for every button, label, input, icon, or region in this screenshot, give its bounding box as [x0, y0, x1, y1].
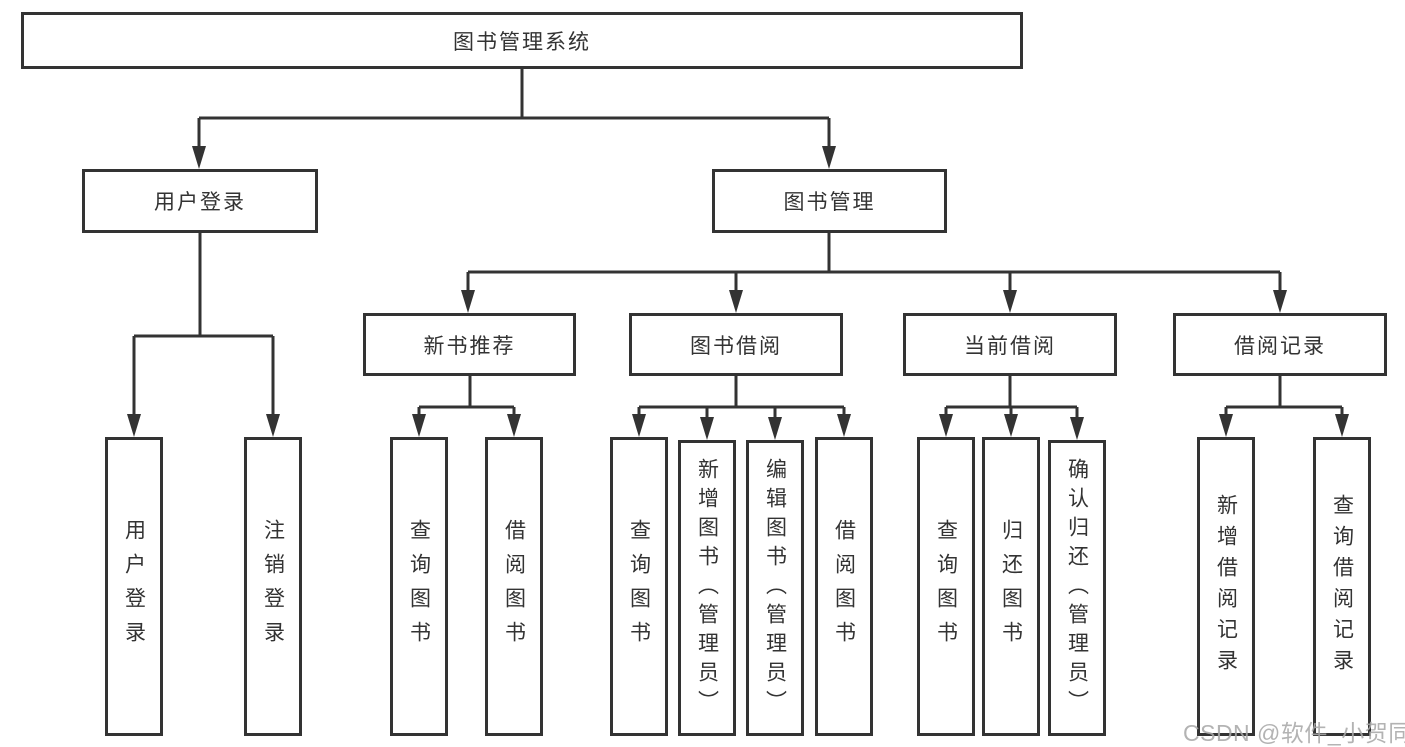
leaf-label: 归还图书	[999, 518, 1023, 655]
leaf-logout: 注销登录	[244, 437, 302, 736]
leaf-label: 查询借阅记录	[1330, 493, 1354, 680]
arrowheads	[127, 146, 1349, 440]
csdn-watermark: CSDN @软件_小贺同学	[1183, 720, 1405, 746]
leaf-add-borrow-record: 新增借阅记录	[1197, 437, 1255, 736]
leaf-label: 用户登录	[122, 518, 146, 655]
leaf-borrow-books-1: 借阅图书	[485, 437, 543, 736]
node-new-book-recommend-label: 新书推荐	[423, 334, 516, 358]
node-book-borrow: 图书借阅	[629, 313, 843, 376]
leaf-label: 查询图书	[934, 518, 958, 655]
node-current-borrow-label: 当前借阅	[964, 334, 1056, 358]
leaf-add-book-admin: 新增图书（管理员）	[678, 440, 736, 736]
node-new-book-recommend: 新书推荐	[363, 313, 576, 376]
leaf-label: 借阅图书	[502, 518, 526, 655]
node-borrow-records: 借阅记录	[1173, 313, 1387, 376]
leaf-edit-book-admin: 编辑图书（管理员）	[746, 440, 804, 736]
leaf-query-borrow-record: 查询借阅记录	[1313, 437, 1371, 736]
leaf-label: 确认归还（管理员）	[1065, 457, 1089, 719]
leaf-query-books-2: 查询图书	[610, 437, 668, 736]
leaf-label: 编辑图书（管理员）	[763, 457, 787, 719]
leaf-query-books-1: 查询图书	[390, 437, 448, 736]
leaf-return-books: 归还图书	[982, 437, 1040, 736]
node-current-borrow: 当前借阅	[903, 313, 1117, 376]
leaf-label: 查询图书	[407, 518, 431, 655]
node-book-borrow-label: 图书借阅	[690, 334, 782, 358]
leaf-label: 查询图书	[627, 518, 651, 655]
leaf-confirm-return-admin: 确认归还（管理员）	[1048, 440, 1106, 736]
leaf-label: 注销登录	[261, 518, 285, 655]
node-book-management-label: 图书管理	[783, 191, 876, 214]
leaf-query-books-3: 查询图书	[917, 437, 975, 736]
node-user-login-label: 用户登录	[154, 191, 246, 214]
leaf-label: 新增借阅记录	[1214, 493, 1238, 680]
node-borrow-records-label: 借阅记录	[1234, 334, 1326, 358]
node-book-management: 图书管理	[712, 169, 947, 233]
leaf-label: 新增图书（管理员）	[695, 457, 719, 719]
node-root-label: 图书管理系统	[453, 30, 591, 54]
leaf-borrow-books-2: 借阅图书	[815, 437, 873, 736]
node-user-login: 用户登录	[82, 169, 318, 233]
leaf-user-login: 用户登录	[105, 437, 163, 736]
leaf-label: 借阅图书	[832, 518, 856, 655]
node-root: 图书管理系统	[21, 12, 1023, 69]
